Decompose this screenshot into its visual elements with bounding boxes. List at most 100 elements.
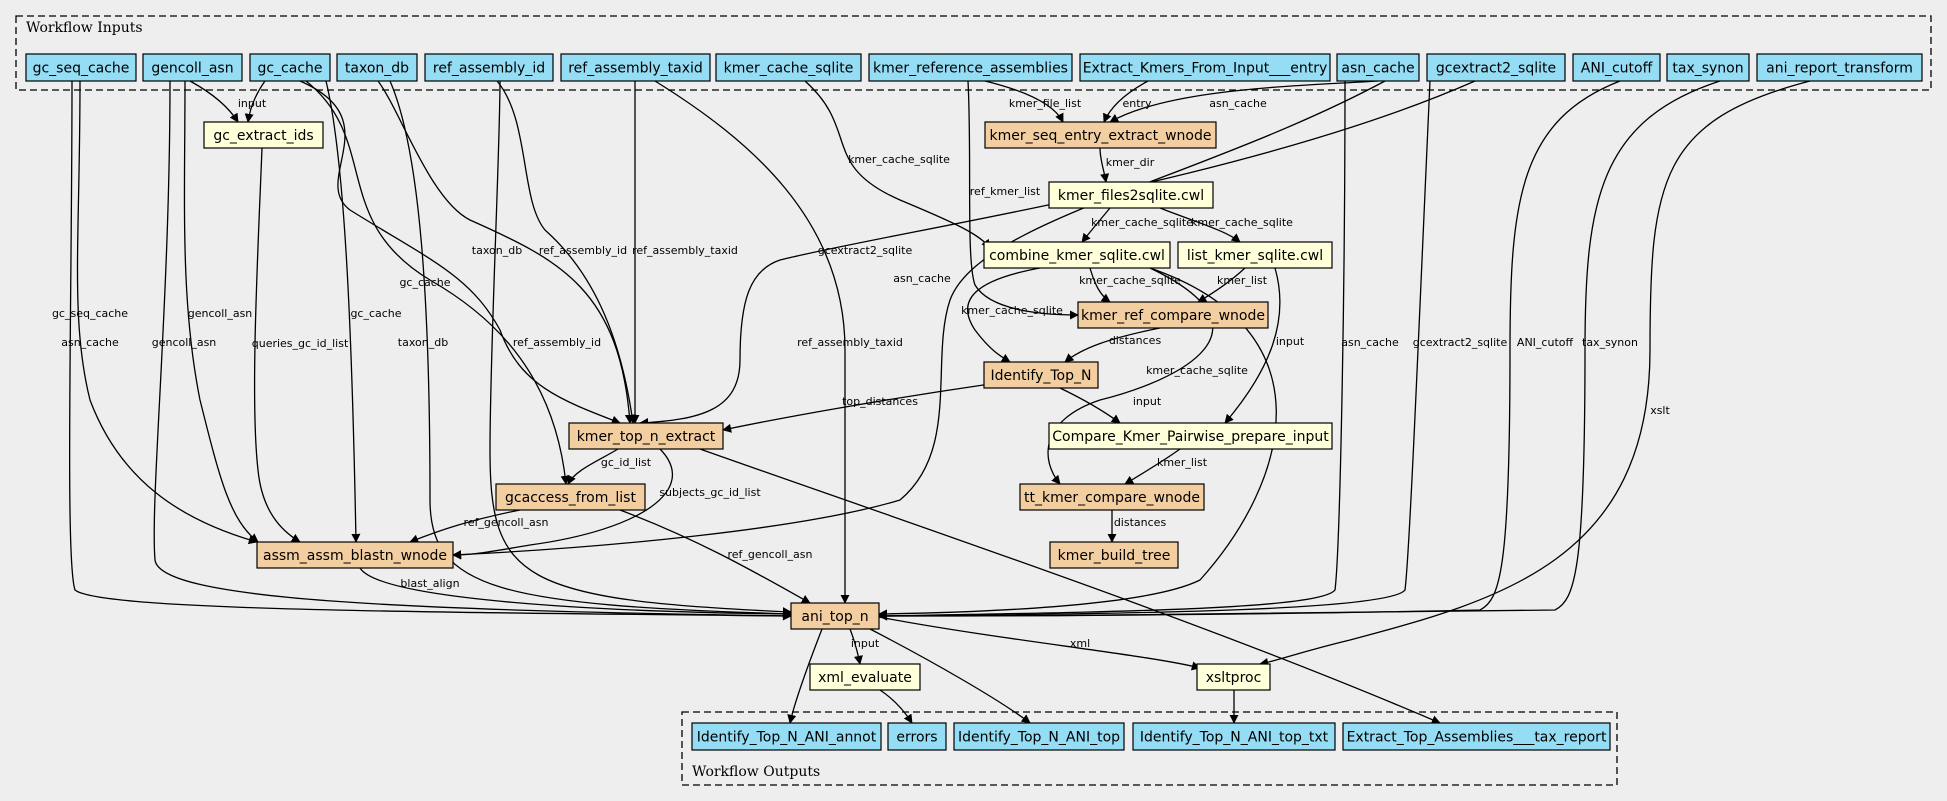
node-kmer_build_tree[interactable]: kmer_build_tree <box>1049 541 1179 569</box>
node-box-tt_kmer_compare_wnode[interactable] <box>1019 483 1205 511</box>
node-gc_cache[interactable]: gc_cache <box>249 53 331 82</box>
node-box-errors[interactable] <box>887 722 947 751</box>
node-label-gcextract2_sqlite: gcextract2_sqlite <box>1436 61 1556 77</box>
edge-label-kmer_top_n_extract-to-assm_assm_blastn_wnode: subjects_gc_id_list <box>659 486 761 499</box>
edge-gencoll_asn-to-gc_extract_ids <box>189 80 239 123</box>
node-assm_assm_blastn_wnode[interactable]: assm_assm_blastn_wnode <box>256 541 454 569</box>
node-label-list_kmer_sqlite: list_kmer_sqlite.cwl <box>1187 248 1323 264</box>
node-Identify_Top_N[interactable]: Identify_Top_N <box>983 361 1099 389</box>
edge-label-gc_cache-to-kmer_top_n_extract: gc_cache <box>399 276 450 289</box>
node-box-list_kmer_sqlite[interactable] <box>1177 241 1333 269</box>
node-box-gcaccess_from_list[interactable] <box>495 483 646 511</box>
node-tax_synon[interactable]: tax_synon <box>1666 53 1750 82</box>
node-box-combine_kmer_sqlite[interactable] <box>983 241 1171 269</box>
node-label-Extract_Top_Assemblies___tax_report: Extract_Top_Assemblies___tax_report <box>1347 730 1607 746</box>
node-ANI_cutoff[interactable]: ANI_cutoff <box>1572 53 1661 82</box>
node-box-Extract_Kmers_From_Input___entry[interactable] <box>1079 53 1331 82</box>
node-ref_assembly_id[interactable]: ref_assembly_id <box>424 53 554 82</box>
edge-label-kmer_reference_assemblies-to-kmer_seq_entry_extract_wnode: kmer_file_list <box>1009 97 1082 110</box>
node-box-Compare_Kmer_Pairwise_prepare_input[interactable] <box>1048 422 1333 450</box>
edge-list_kmer_sqlite-to-Compare_Kmer_Pairwise_prepare_input <box>1224 267 1281 424</box>
edge-kmer_ref_compare_wnode-to-Identify_Top_N <box>1064 327 1161 363</box>
node-list_kmer_sqlite[interactable]: list_kmer_sqlite.cwl <box>1177 241 1333 269</box>
edge-label-tt_kmer_compare_wnode-to-kmer_build_tree: distances <box>1114 516 1167 529</box>
edge-gc_seq_cache-to-ani_top_n <box>68 80 792 621</box>
node-box-gencoll_asn[interactable] <box>142 53 243 82</box>
edge-kmer_files2sqlite-to-list_kmer_sqlite <box>1159 207 1241 243</box>
node-box-kmer_seq_entry_extract_wnode[interactable] <box>984 121 1217 149</box>
node-box-Identify_Top_N_ANI_top[interactable] <box>953 722 1125 751</box>
edge-gcextract2_sqlite-to-kmer_top_n_extract <box>639 80 1476 428</box>
edge-label-ANI_cutoff-to-ani_top_n: ANI_cutoff <box>1517 336 1574 349</box>
node-box-xml_evaluate[interactable] <box>809 663 921 691</box>
node-box-Extract_Top_Assemblies___tax_report[interactable] <box>1342 722 1611 751</box>
node-kmer_seq_entry_extract_wnode[interactable]: kmer_seq_entry_extract_wnode <box>984 121 1217 149</box>
node-box-ref_assembly_taxid[interactable] <box>560 53 711 82</box>
node-Extract_Top_Assemblies___tax_report[interactable]: Extract_Top_Assemblies___tax_report <box>1342 722 1611 751</box>
node-label-Identify_Top_N_ANI_annot: Identify_Top_N_ANI_annot <box>697 730 877 746</box>
edge-kmer_reference_assemblies-to-kmer_ref_compare_wnode <box>967 80 1079 320</box>
node-box-xsltproc[interactable] <box>1196 663 1271 691</box>
node-errors[interactable]: errors <box>887 722 947 751</box>
node-box-Identify_Top_N[interactable] <box>983 361 1099 389</box>
node-xsltproc[interactable]: xsltproc <box>1196 663 1271 691</box>
node-ref_assembly_taxid[interactable]: ref_assembly_taxid <box>560 53 711 82</box>
node-kmer_top_n_extract[interactable]: kmer_top_n_extract <box>568 422 724 450</box>
node-kmer_files2sqlite[interactable]: kmer_files2sqlite.cwl <box>1048 181 1214 209</box>
node-box-gcextract2_sqlite[interactable] <box>1426 53 1566 82</box>
node-Compare_Kmer_Pairwise_prepare_input[interactable]: Compare_Kmer_Pairwise_prepare_input <box>1048 422 1333 450</box>
node-box-kmer_reference_assemblies[interactable] <box>868 53 1073 82</box>
node-label-Identify_Top_N: Identify_Top_N <box>991 368 1092 384</box>
node-kmer_cache_sqlite[interactable]: kmer_cache_sqlite <box>715 53 862 82</box>
edges-layer <box>68 80 1811 724</box>
node-box-gc_extract_ids[interactable] <box>203 121 324 149</box>
edge-gcaccess_from_list-to-assm_assm_blastn_wnode <box>409 509 521 544</box>
node-combine_kmer_sqlite[interactable]: combine_kmer_sqlite.cwl <box>983 241 1171 269</box>
node-box-kmer_build_tree[interactable] <box>1049 541 1179 569</box>
node-ani_top_n[interactable]: ani_top_n <box>790 602 880 630</box>
node-box-taxon_db[interactable] <box>336 53 418 82</box>
node-tt_kmer_compare_wnode[interactable]: tt_kmer_compare_wnode <box>1019 483 1205 511</box>
node-box-kmer_top_n_extract[interactable] <box>568 422 724 450</box>
node-box-assm_assm_blastn_wnode[interactable] <box>256 541 454 569</box>
node-gcaccess_from_list[interactable]: gcaccess_from_list <box>495 483 646 511</box>
node-box-Identify_Top_N_ANI_annot[interactable] <box>691 722 882 751</box>
node-Identify_Top_N_ANI_top_txt[interactable]: Identify_Top_N_ANI_top_txt <box>1132 722 1336 751</box>
node-box-ani_report_transform[interactable] <box>1756 53 1923 82</box>
node-kmer_ref_compare_wnode[interactable]: kmer_ref_compare_wnode <box>1077 301 1269 329</box>
node-Identify_Top_N_ANI_annot[interactable]: Identify_Top_N_ANI_annot <box>691 722 882 751</box>
node-box-Identify_Top_N_ANI_top_txt[interactable] <box>1132 722 1336 751</box>
edge-Compare_Kmer_Pairwise_prepare_input-to-tt_kmer_compare_wnode <box>1124 448 1181 485</box>
edge-taxon_db-to-ani_top_n <box>389 80 792 619</box>
node-ani_report_transform[interactable]: ani_report_transform <box>1756 53 1923 82</box>
node-xml_evaluate[interactable]: xml_evaluate <box>809 663 921 691</box>
edge-label-gencoll_asn-to-assm_assm_blastn_wnode: gencoll_asn <box>188 307 253 320</box>
edge-label-combine_kmer_sqlite-to-kmer_ref_compare_wnode: kmer_cache_sqlite <box>1079 274 1181 287</box>
node-gc_seq_cache[interactable]: gc_seq_cache <box>25 53 137 82</box>
node-asn_cache[interactable]: asn_cache <box>1336 53 1420 82</box>
node-gcextract2_sqlite[interactable]: gcextract2_sqlite <box>1426 53 1566 82</box>
node-taxon_db[interactable]: taxon_db <box>336 53 418 82</box>
node-box-gc_seq_cache[interactable] <box>25 53 137 82</box>
node-box-ani_top_n[interactable] <box>790 602 880 630</box>
node-gencoll_asn[interactable]: gencoll_asn <box>142 53 243 82</box>
node-box-tax_synon[interactable] <box>1666 53 1750 82</box>
node-kmer_reference_assemblies[interactable]: kmer_reference_assemblies <box>868 53 1073 82</box>
edge-label-Extract_Kmers_From_Input___entry-to-kmer_seq_entry_extract_wnode: entry <box>1122 97 1152 110</box>
node-box-ANI_cutoff[interactable] <box>1572 53 1661 82</box>
node-box-kmer_cache_sqlite[interactable] <box>715 53 862 82</box>
node-box-gc_cache[interactable] <box>249 53 331 82</box>
node-Extract_Kmers_From_Input___entry[interactable]: Extract_Kmers_From_Input___entry <box>1079 53 1331 82</box>
node-label-combine_kmer_sqlite: combine_kmer_sqlite.cwl <box>989 248 1165 264</box>
node-Identify_Top_N_ANI_top[interactable]: Identify_Top_N_ANI_top <box>953 722 1125 751</box>
node-box-asn_cache[interactable] <box>1336 53 1420 82</box>
node-box-kmer_ref_compare_wnode[interactable] <box>1077 301 1269 329</box>
edge-ani_top_n-to-Identify_Top_N_ANI_annot <box>787 628 823 724</box>
edge-ani_top_n-to-xsltproc <box>878 616 1201 671</box>
edge-ani_top_n-to-xml_evaluate <box>849 628 863 665</box>
node-gc_extract_ids[interactable]: gc_extract_ids <box>203 121 324 149</box>
node-box-ref_assembly_id[interactable] <box>424 53 554 82</box>
edge-ani_top_n-to-Identify_Top_N_ANI_top <box>869 628 1031 724</box>
node-box-kmer_files2sqlite[interactable] <box>1048 181 1214 209</box>
workflow-inputs-label: Workflow Inputs <box>26 20 143 36</box>
